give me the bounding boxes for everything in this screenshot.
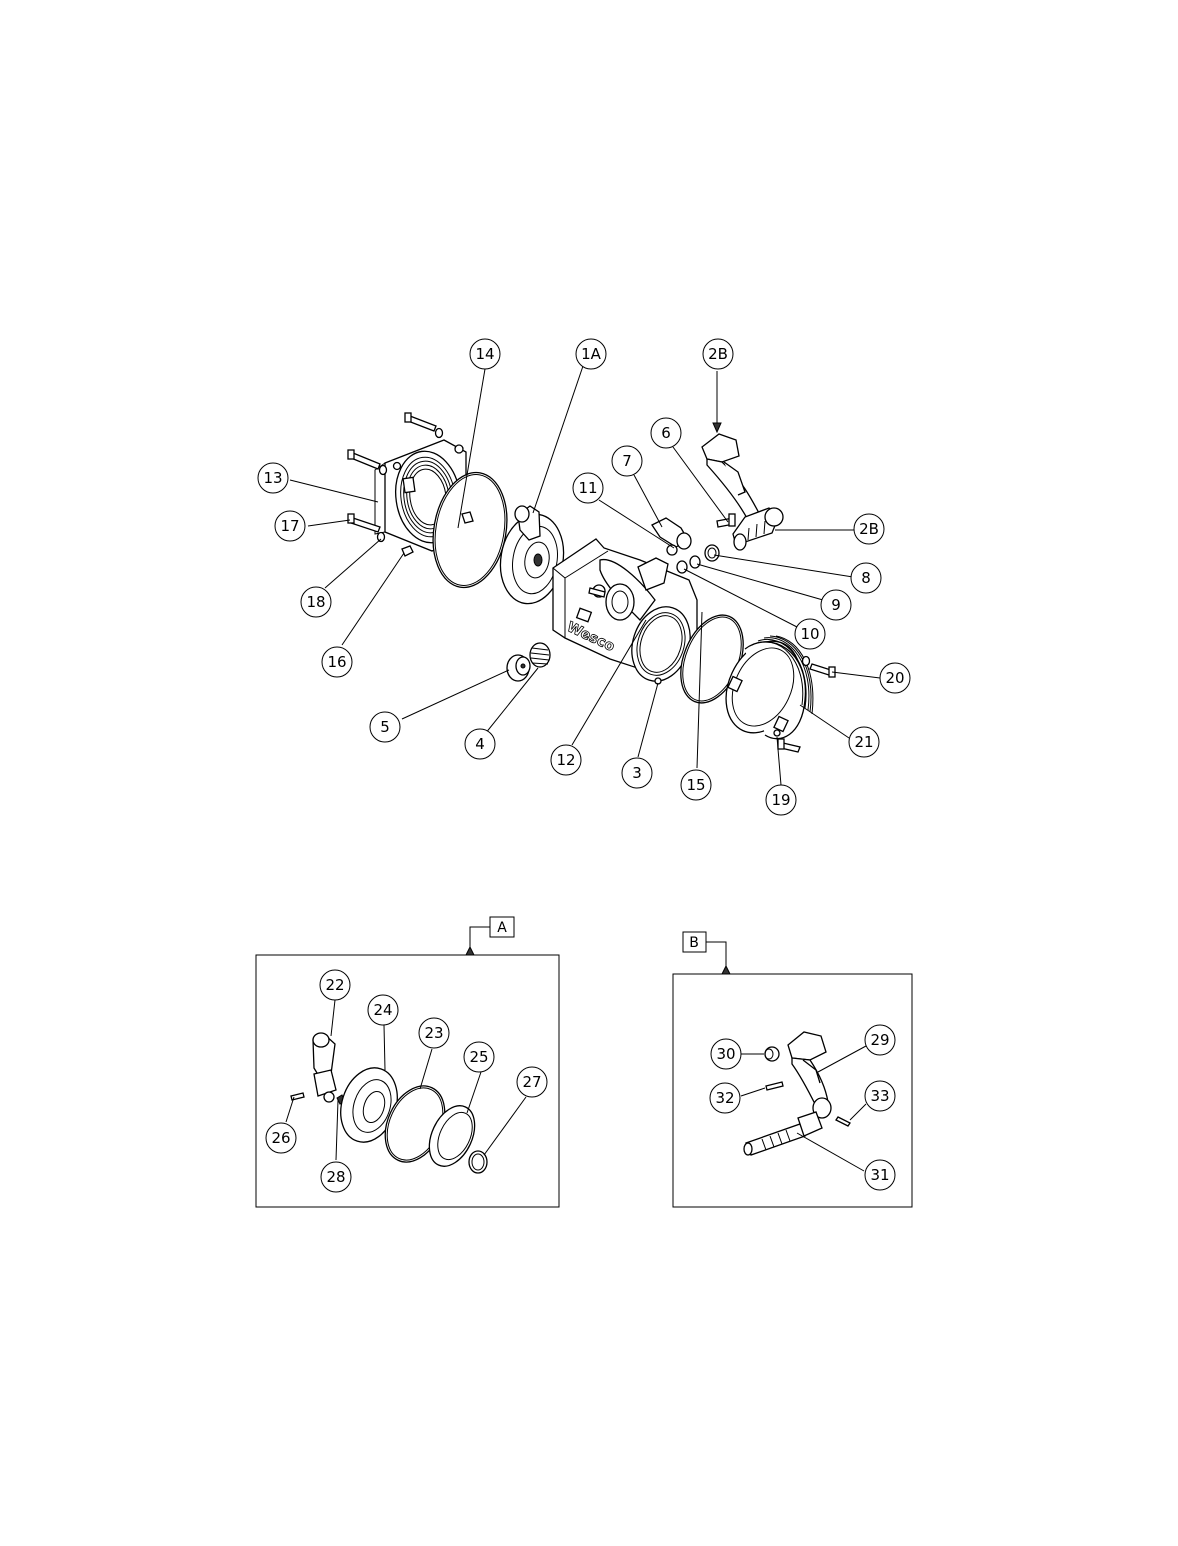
callout-9: 9 <box>820 589 852 621</box>
main-assembly: Wesco <box>289 365 881 786</box>
callout-label: 27 <box>522 1073 541 1091</box>
callout-label: 19 <box>771 791 790 809</box>
callout-label: 23 <box>424 1024 443 1042</box>
leaders-main <box>289 365 881 786</box>
callout-4: 4 <box>464 728 496 760</box>
callout-18: 18 <box>300 586 332 618</box>
callout-label: 2B <box>859 520 879 538</box>
callout-label: 32 <box>715 1089 734 1107</box>
callout-label: 6 <box>661 424 671 442</box>
callout-23: 23 <box>418 1017 450 1049</box>
callout-12: 12 <box>550 744 582 776</box>
callout-11: 11 <box>572 472 604 504</box>
callout-label: 5 <box>380 718 390 736</box>
callout-label: 1A <box>581 345 602 363</box>
callout-29: 29 <box>864 1024 896 1056</box>
part-3-body: Wesco <box>552 538 698 685</box>
callout-label: 8 <box>861 569 871 587</box>
callout-33: 33 <box>864 1080 896 1112</box>
callout-label: 17 <box>280 517 299 535</box>
callout-label: 21 <box>854 733 873 751</box>
detail-a-tag: A <box>489 916 515 938</box>
callout-label: 24 <box>373 1001 392 1019</box>
callout-6: 6 <box>650 417 682 449</box>
callout-label: 31 <box>870 1166 889 1184</box>
callout-label: 10 <box>800 625 819 643</box>
callout-label: 29 <box>870 1031 889 1049</box>
callout-label: 33 <box>870 1087 889 1105</box>
callout-16: 16 <box>321 646 353 678</box>
detail-b-frame <box>672 973 913 1208</box>
callout-label: 2B <box>708 345 728 363</box>
callout-15: 15 <box>680 769 712 801</box>
callout-7: 7 <box>611 445 643 477</box>
callout-26: 26 <box>265 1122 297 1154</box>
callout-14: 14 <box>469 338 501 370</box>
callout-10: 10 <box>794 618 826 650</box>
callout-label: 3 <box>632 764 642 782</box>
callout-2b: 2B <box>853 513 885 545</box>
part-1a-diaphragm <box>499 505 565 605</box>
callout-31: 31 <box>864 1159 896 1191</box>
callout-label: 15 <box>686 776 705 794</box>
callout-label: 20 <box>885 669 904 687</box>
callout-19: 19 <box>765 784 797 816</box>
callout-17: 17 <box>274 510 306 542</box>
callout-label: 9 <box>831 596 841 614</box>
callout-label: 30 <box>716 1045 735 1063</box>
bolts-right <box>777 655 836 753</box>
small-parts-upper <box>651 433 784 574</box>
callout-24: 24 <box>367 994 399 1026</box>
callout-32: 32 <box>709 1082 741 1114</box>
callout-21: 21 <box>848 726 880 758</box>
callout-label: 11 <box>578 479 597 497</box>
part-21-endcap <box>725 635 814 740</box>
callout-label: 12 <box>556 751 575 769</box>
callout-label: 18 <box>306 593 325 611</box>
callout-25: 25 <box>463 1041 495 1073</box>
svg-text:A: A <box>497 920 507 936</box>
callout-1a: 1A <box>575 338 607 370</box>
detail-a: A <box>255 916 560 1208</box>
callout-label: 25 <box>469 1048 488 1066</box>
callout-label: 26 <box>271 1129 290 1147</box>
detail-b-tag: B <box>682 931 707 953</box>
svg-text:B: B <box>689 935 699 951</box>
callout-5: 5 <box>369 711 401 743</box>
callout-label: 14 <box>475 345 494 363</box>
callout-label: 13 <box>263 469 282 487</box>
callout-2b: 2B <box>702 338 734 370</box>
callout-balloons: 14 1A 2B 6 7 11 13 17 18 16 2B 8 9 10 5 4 12 3 15 20 21 19 22 2… <box>257 338 911 1193</box>
callout-22: 22 <box>319 969 351 1001</box>
callout-label: 22 <box>325 976 344 994</box>
callout-label: 28 <box>326 1168 345 1186</box>
detail-a-frame <box>255 954 560 1208</box>
callout-label: 4 <box>475 735 485 753</box>
bolts-left <box>347 412 444 557</box>
callout-3: 3 <box>621 757 653 789</box>
parts-4-5-plugs <box>506 642 551 682</box>
callout-label: 7 <box>622 452 632 470</box>
part-14-oring <box>432 471 508 589</box>
detail-b: B <box>672 931 913 1208</box>
callout-28: 28 <box>320 1161 352 1193</box>
callout-20: 20 <box>879 662 911 694</box>
callout-27: 27 <box>516 1066 548 1098</box>
callout-13: 13 <box>257 462 289 494</box>
callout-30: 30 <box>710 1038 742 1070</box>
callout-label: 16 <box>327 653 346 671</box>
callout-8: 8 <box>850 562 882 594</box>
